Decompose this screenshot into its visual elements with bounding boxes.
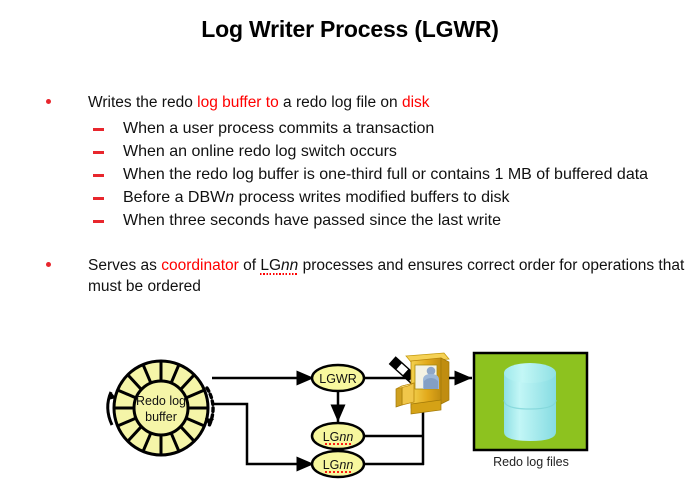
bullet-sub-label: When the redo log buffer is one-third fu… (123, 166, 649, 183)
buffer-rotation-arrow-icon (106, 391, 116, 426)
buffer-label-line1: Redo log (136, 394, 186, 408)
bullet-item-primary-2: Serves as coordinator of LGnn processes … (0, 255, 700, 297)
bullet2-text-mid: of (238, 257, 261, 274)
node-lgnn-2[interactable]: LGnn (310, 449, 366, 479)
node-lgnn-1[interactable]: LGnn (310, 421, 366, 451)
node-lgnn-1-label: LG (323, 430, 340, 444)
bullet-item-sub-5: When three seconds have passed since the… (0, 210, 700, 232)
bullet-dash-icon (93, 197, 104, 200)
bullet-item-sub-3: When the redo log buffer is one-third fu… (0, 164, 700, 186)
redo-log-files-box (472, 351, 589, 452)
bullet-sub-label: Before a DBWn process writes modified bu… (123, 189, 510, 206)
bullet-sub-label: When a user process commits a transactio… (123, 120, 435, 137)
buffer-label-line2: buffer (145, 410, 177, 424)
bullet-dash-icon (93, 174, 104, 177)
svg-text:LGnn: LGnn (323, 430, 354, 444)
node-lgwr[interactable]: LGWR (310, 363, 366, 393)
bullet2-text-pre: Serves as (88, 257, 162, 274)
bullet2-text-post: processes and ensures correct order for … (88, 257, 685, 295)
process-name-prefix: LG (260, 257, 282, 274)
svg-text:LGnn: LGnn (323, 458, 354, 472)
buffer-write-arrow-icon (205, 386, 215, 428)
redo-log-files-caption: Redo log files (493, 455, 569, 469)
bullet-sublist-1: When a user process commits a transactio… (0, 118, 700, 232)
bullet-text-highlight-2: disk (401, 94, 430, 111)
bullet-dot-icon (46, 262, 51, 267)
architecture-diagram: Redo log buffer LGWR LGnn LGnn (0, 340, 700, 482)
bullet2-text-highlight: coordinator (161, 257, 239, 274)
bullet-text-highlight-1: log buffer to (197, 94, 279, 111)
connector-buffer-to-lgnn (212, 402, 314, 472)
page-title: Log Writer Process (LGWR) (201, 16, 499, 42)
database-cylinder-icon (503, 363, 557, 441)
bullet-text-mid: a redo log file on (278, 94, 402, 111)
node-lgnn-2-label: LG (323, 458, 340, 472)
node-lgnn-2-suffix: nn (339, 458, 353, 472)
circular-buffer-icon (112, 359, 210, 457)
bullet-item-sub-1: When a user process commits a transactio… (0, 118, 700, 140)
bullet-item-primary-1: Writes the redo log buffer to a redo log… (0, 92, 700, 113)
slide-body: Writes the redo log buffer to a redo log… (0, 92, 700, 297)
bullet-dot-icon (46, 99, 51, 104)
node-lgnn-1-suffix: nn (339, 430, 353, 444)
dbwn-italic-suffix: n (225, 189, 235, 206)
bullet-text-pre: Writes the redo (88, 94, 198, 111)
node-lgwr-label: LGWR (319, 372, 357, 386)
bullet-sub-label: When an online redo log switch occurs (123, 143, 397, 160)
process-name-suffix: nn (281, 257, 299, 274)
bullet-sub-label: When three seconds have passed since the… (123, 212, 501, 229)
process-name-token: LGnn (260, 257, 298, 274)
bullet-item-sub-4: Before a DBWn process writes modified bu… (0, 187, 700, 209)
bullet-dash-icon (93, 151, 104, 154)
bullet-spacer (0, 233, 700, 255)
toll-booth-icon (395, 352, 450, 415)
bullet-dash-icon (93, 220, 104, 223)
bullet-dash-icon (93, 128, 104, 131)
bullet-item-sub-2: When an online redo log switch occurs (0, 141, 700, 163)
